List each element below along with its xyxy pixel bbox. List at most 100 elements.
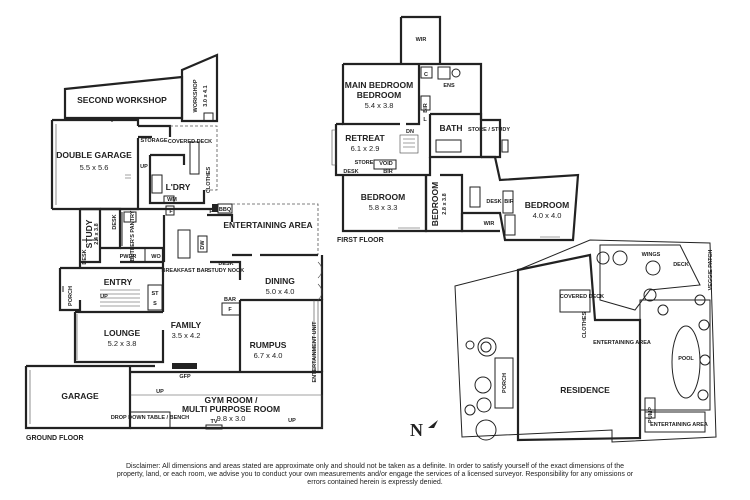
label-entertainment-unit: ENTERTAINMENT UNIT xyxy=(312,321,318,383)
label-s: S xyxy=(153,301,157,307)
label-f-bar: F xyxy=(228,307,232,313)
label-up-entry: UP xyxy=(100,294,108,300)
room-family: FAMILY xyxy=(171,320,202,330)
label-drop-down-table: DROP DOWN TABLE / BENCH xyxy=(111,415,189,421)
room-retreat: RETREAT xyxy=(345,133,385,143)
label-dw: DW xyxy=(200,240,206,250)
label-bar: BAR xyxy=(224,297,236,303)
room-bedroom-a: BEDROOM xyxy=(361,192,405,202)
label-void: VOID xyxy=(379,161,392,167)
room-butlers-pantry: BUTLER'S PANTRY xyxy=(130,210,136,261)
label-dn: DN xyxy=(406,129,414,135)
site-covered-deck: COVERED DECK xyxy=(560,294,604,300)
room-bedroom-c: BEDROOM xyxy=(525,200,569,210)
room-gym-line2: MULTI PURPOSE ROOM xyxy=(182,404,280,414)
label-covered-deck: COVERED DECK xyxy=(168,139,212,145)
site-residence: RESIDENCE xyxy=(560,385,610,395)
label-porch: PORCH xyxy=(68,286,74,306)
room-laundry: L'DRY xyxy=(166,182,191,192)
first-floor-labels: WIR MAIN BEDROOM BEDROOM 5.4 x 3.8 ENS C… xyxy=(337,37,569,244)
first-floor-title: FIRST FLOOR xyxy=(337,237,384,244)
room-rumpus-dim: 6.7 x 4.0 xyxy=(254,351,283,360)
label-bir-main: BIR xyxy=(423,103,429,113)
label-bbq: BBQ xyxy=(219,207,232,213)
room-workshop-dim: 3.0 x 4.1 xyxy=(203,85,209,106)
label-up-laundry: UP xyxy=(140,164,148,170)
site-wings: WINGS xyxy=(642,252,661,258)
room-wir-main: WIR xyxy=(416,37,427,43)
site-porch: PORCH xyxy=(502,373,508,393)
site-plan xyxy=(454,239,717,443)
room-double-garage: DOUBLE GARAGE xyxy=(56,150,132,160)
room-gym-dim: 9.8 x 3.0 xyxy=(217,414,246,423)
ground-floor-plan xyxy=(24,53,324,430)
room-study: STUDY xyxy=(84,219,94,248)
site-labels: RESIDENCE COVERED DECK CLOTHES ENTERTAIN… xyxy=(410,250,714,440)
room-main-bedroom: MAIN BEDROOM xyxy=(345,80,413,90)
label-storage: STORAGE xyxy=(140,138,167,144)
label-wo: WO xyxy=(151,254,161,260)
room-study-dim: 2.4 x 3.8 xyxy=(94,223,100,244)
room-wir-b: WIR xyxy=(484,221,495,227)
room-ensuite: ENS xyxy=(443,83,455,89)
room-entry: ENTRY xyxy=(104,277,133,287)
room-bedroom-c-dim: 4.0 x 4.0 xyxy=(533,211,562,220)
site-entertaining-area: ENTERTAINING AREA xyxy=(593,340,651,346)
room-entertaining-area: ENTERTAINING AREA xyxy=(223,220,312,230)
room-double-garage-dim: 5.5 x 5.6 xyxy=(80,163,109,172)
label-gfp: GFP xyxy=(179,374,191,380)
site-pump: PUMP xyxy=(648,407,654,423)
room-garage: GARAGE xyxy=(61,391,99,401)
room-bedroom-a-dim: 5.8 x 3.3 xyxy=(369,203,398,212)
label-desk-b: DESK xyxy=(486,199,501,205)
room-workshop: WORKSHOP xyxy=(193,79,199,112)
room-powder: PWDR xyxy=(120,254,137,260)
room-lounge-dim: 5.2 x 3.8 xyxy=(108,339,137,348)
ground-floor-labels: SECOND WORKSHOP WORKSHOP 3.0 x 4.1 DOUBL… xyxy=(26,79,318,442)
room-rumpus: RUMPUS xyxy=(250,340,287,350)
site-pool: POOL xyxy=(678,356,694,362)
room-bedroom-b: BEDROOM xyxy=(430,182,440,226)
site-deck: DECK xyxy=(673,262,689,268)
room-main-bedroom-label-2: BEDROOM xyxy=(357,90,401,100)
label-study-nook: STUDY NOOK xyxy=(208,268,245,274)
label-bir-retreat: BIR xyxy=(383,169,393,175)
first-floor-plan xyxy=(331,15,580,242)
room-family-dim: 3.5 x 4.2 xyxy=(172,331,201,340)
label-desk-retreat: DESK xyxy=(343,169,358,175)
label-desk-pantry: DESK xyxy=(112,214,118,229)
north-arrow-icon xyxy=(428,420,438,428)
label-tv: TV xyxy=(210,419,217,425)
label-desk-nook: DESK xyxy=(218,261,233,267)
room-bath: BATH xyxy=(440,123,463,133)
label-wm: WM xyxy=(167,197,177,203)
site-veggie-patch: VEGGIE PATCH xyxy=(708,250,714,291)
label-bir-c: BIR xyxy=(504,199,514,205)
room-bedroom-b-dim: 2.8 x 3.8 xyxy=(442,193,448,214)
room-second-workshop: SECOND WORKSHOP xyxy=(77,95,167,105)
room-main-bedroom-dim: 5.4 x 3.8 xyxy=(365,101,394,110)
disclaimer-text: Disclaimer: All dimensions and areas sta… xyxy=(116,463,634,486)
room-retreat-dim: 6.1 x 2.9 xyxy=(351,144,380,153)
label-desk-study: DESK xyxy=(82,249,88,264)
label-breakfast-bar: BREAKFAST BAR xyxy=(161,268,208,274)
label-up-gym-2: UP xyxy=(288,418,296,424)
site-clothes: CLOTHES xyxy=(582,312,588,339)
room-store-study: STORE / STUDY xyxy=(468,127,510,133)
label-f-kitchen-2: F xyxy=(209,209,213,215)
label-up-gym: UP xyxy=(156,389,164,395)
north-arrow-label: N xyxy=(410,420,423,440)
label-clothes: CLOTHES xyxy=(206,167,212,194)
ground-floor-title: GROUND FLOOR xyxy=(26,435,84,442)
label-f-kitchen: F xyxy=(169,209,173,215)
site-entertaining-area-2: ENTERTAINING AREA xyxy=(650,422,708,428)
room-lounge: LOUNGE xyxy=(104,328,141,338)
label-store: STORE xyxy=(355,160,374,166)
room-dining: DINING xyxy=(265,276,295,286)
room-dining-dim: 5.0 x 4.0 xyxy=(266,287,295,296)
label-st: ST xyxy=(151,291,159,297)
room-gym-line1: GYM ROOM / xyxy=(205,395,259,405)
label-c-ensuite: C xyxy=(424,72,428,78)
label-l: L xyxy=(423,117,427,123)
